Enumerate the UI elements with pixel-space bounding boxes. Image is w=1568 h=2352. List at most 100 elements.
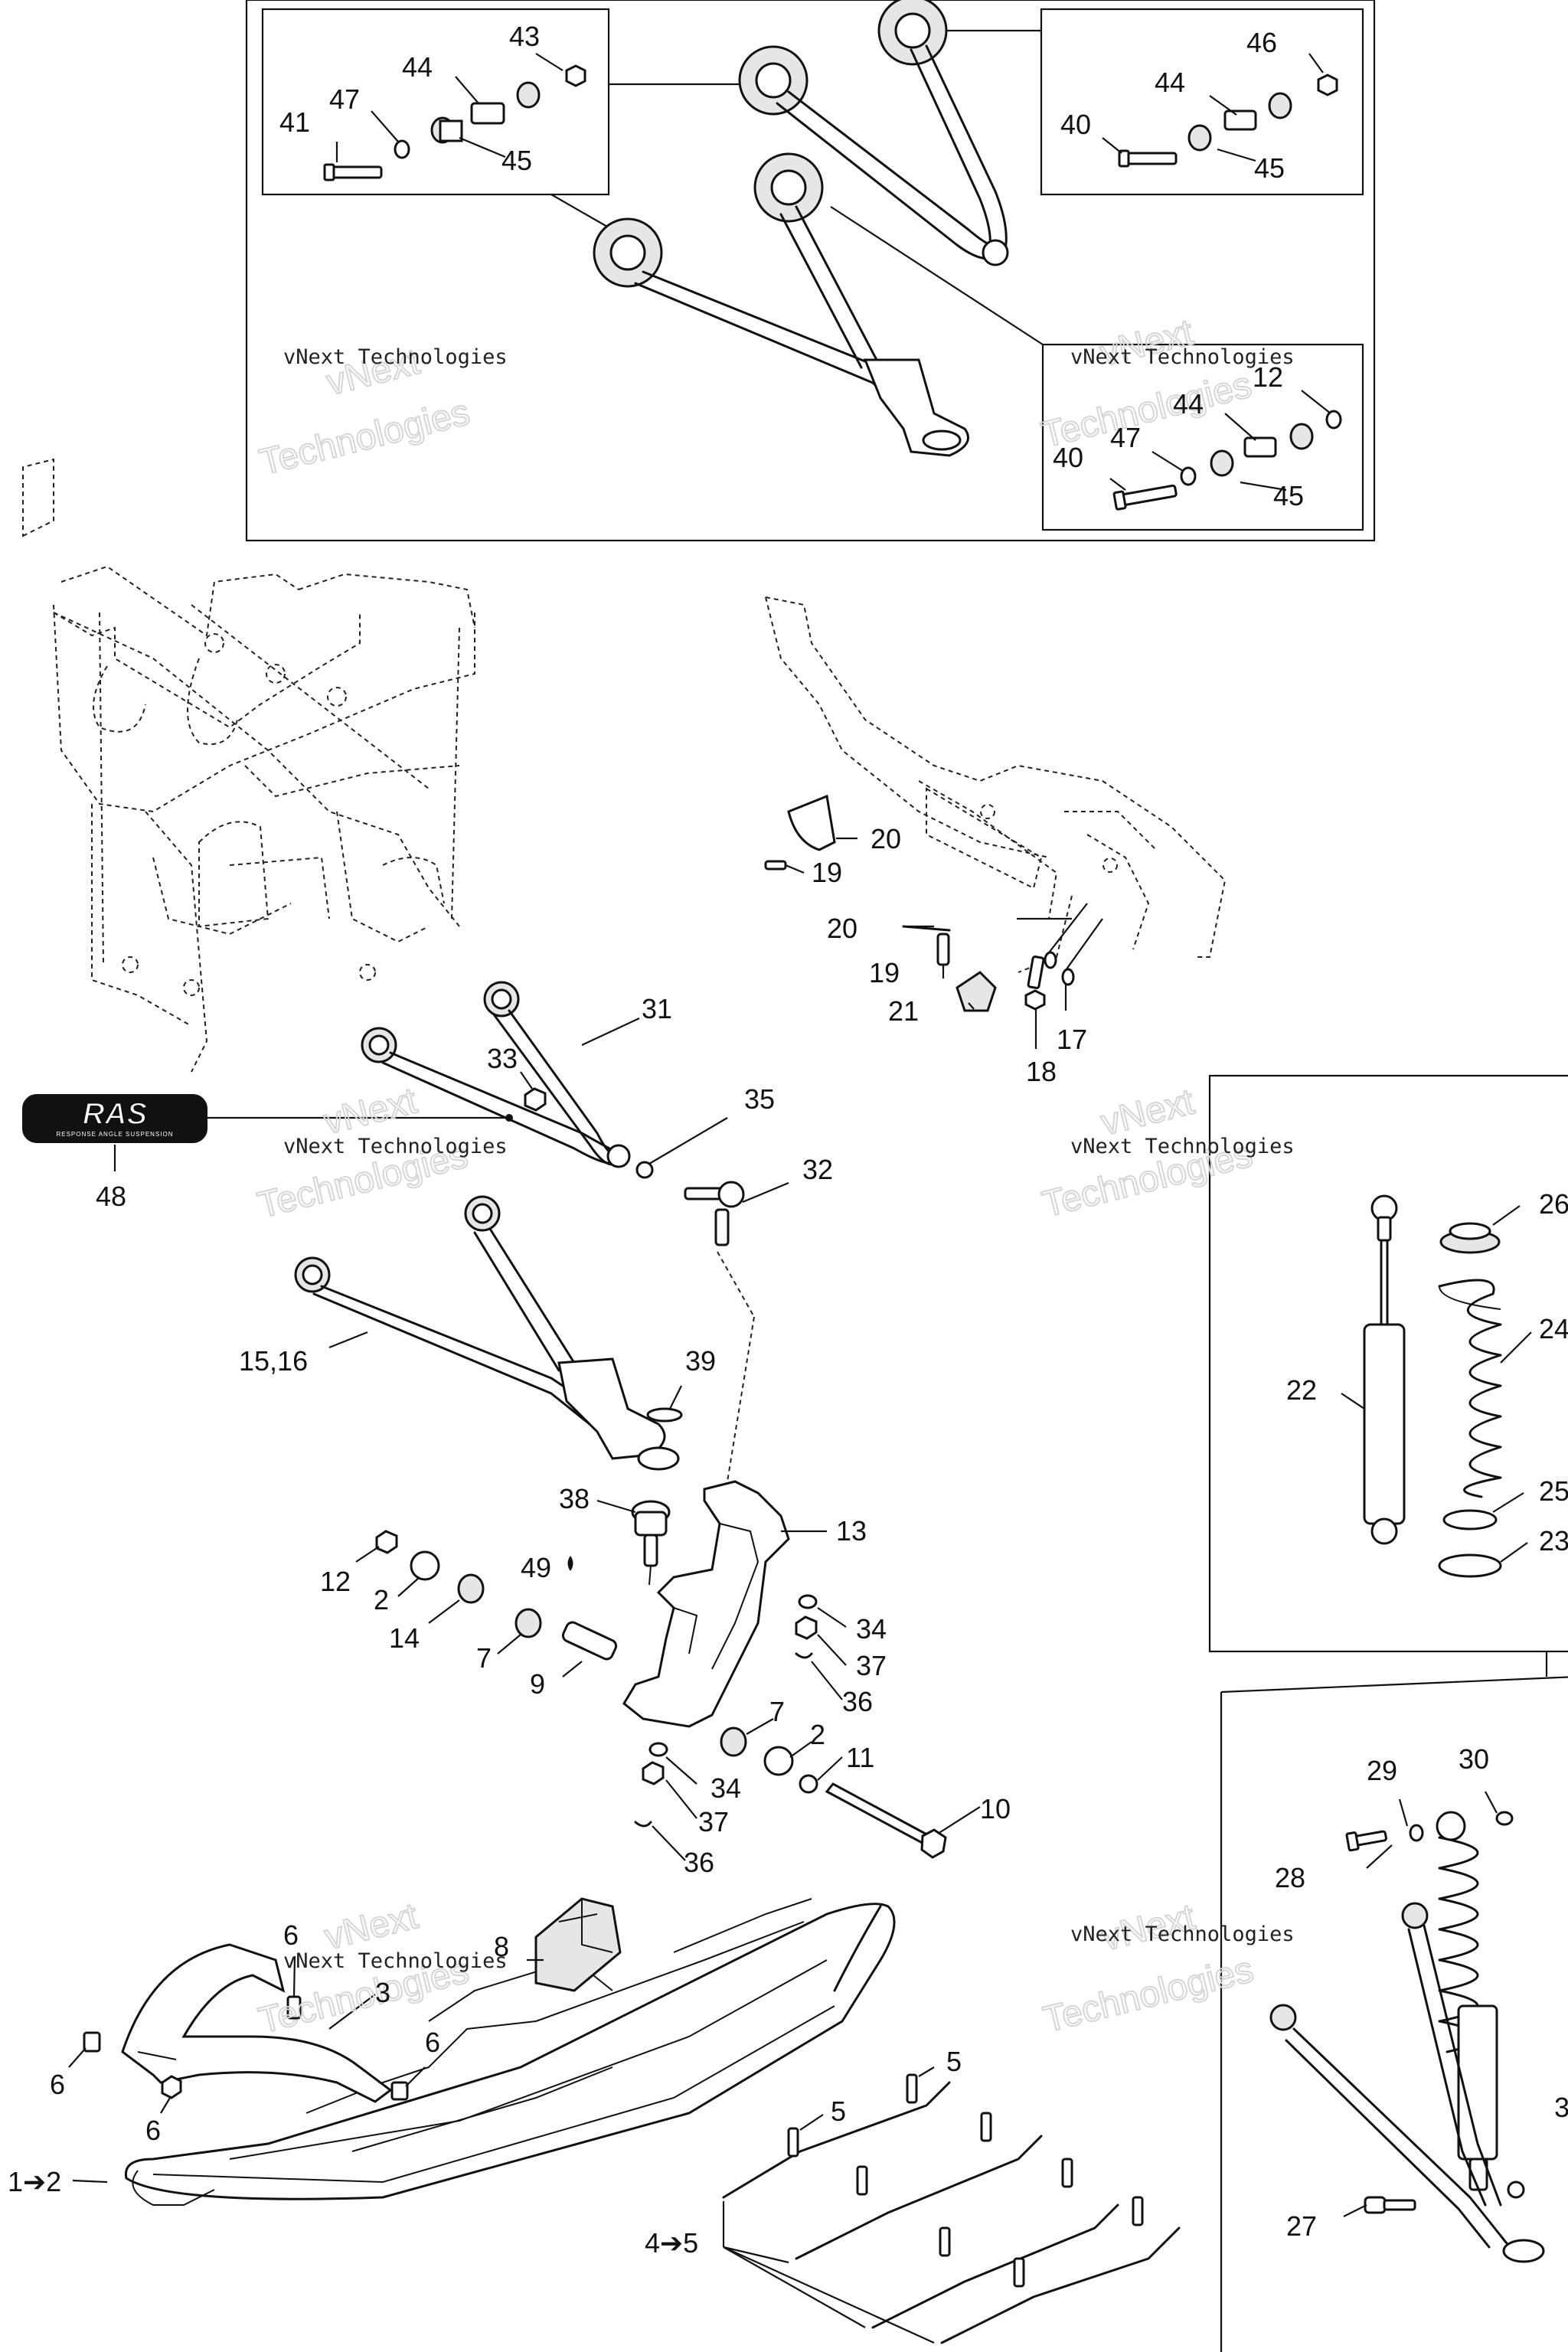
- cotter-pin-36b: [634, 1821, 652, 1828]
- shock-assembly-inset: [1220, 1651, 1568, 2352]
- runner-studs: [787, 2073, 1144, 2288]
- callout: 12: [1253, 361, 1283, 393]
- bolt-18: [1024, 956, 1046, 1011]
- flange-45-upper-right: [1268, 92, 1292, 119]
- washer-47: [394, 139, 410, 159]
- callout: 24: [1539, 1313, 1568, 1344]
- washer-35: [635, 1161, 654, 1179]
- bolt-40-lower: [1112, 484, 1178, 511]
- callout: 35: [744, 1083, 775, 1115]
- callout: 14: [389, 1622, 420, 1654]
- callout: 47: [1110, 422, 1141, 453]
- top-a-arm-inset: [245, 0, 1376, 542]
- svg-text:Technologies: Technologies: [1040, 1949, 1258, 2040]
- nut-43: [565, 64, 586, 87]
- nut-33: [524, 1087, 547, 1112]
- ski-bolts-6: [83, 1995, 409, 2101]
- ras-logo: RAS RESPONSE ANGLE SUSPENSION: [22, 1094, 513, 1171]
- washer-25: [1442, 1509, 1498, 1530]
- callout: 6: [425, 2027, 440, 2058]
- spindle-13: [622, 1316, 827, 1728]
- svg-text:Technologies: Technologies: [256, 392, 474, 483]
- callout: 40: [1053, 442, 1083, 473]
- ras-logo-subtext: RESPONSE ANGLE SUSPENSION: [56, 1131, 173, 1138]
- shock-inset-frame: [1208, 1074, 1568, 1653]
- spindle-hardware-right: [634, 1594, 947, 1859]
- callout: 20: [827, 913, 858, 944]
- lower-a-arm-assembly: [1269, 1902, 1545, 2263]
- callout: 27: [1286, 2210, 1317, 2242]
- callout: 7: [476, 1642, 492, 1674]
- svg-text:vNext Technologies: vNext Technologies: [1070, 1135, 1295, 1158]
- callout: 13: [836, 1515, 867, 1547]
- callout: 19: [869, 957, 900, 988]
- ras-logo-text: RAS: [83, 1097, 148, 1131]
- washer-23: [1438, 1553, 1502, 1578]
- chassis-frame-left: [22, 458, 475, 1073]
- top-inset-frame: [245, 0, 1376, 542]
- callout: 47: [329, 83, 360, 115]
- callout: 3: [375, 1977, 390, 2008]
- grease-drop-icon: [567, 1556, 573, 1571]
- watermark: vNext Technologies vNext Technologies: [254, 1895, 508, 2042]
- sleeve-44-lower-right: [1243, 436, 1277, 458]
- spindle-hardware-left: [375, 1530, 618, 1661]
- shock-assembly: [1436, 1811, 1498, 2191]
- bolt-19-upper: [764, 860, 787, 871]
- callout: 6: [283, 1919, 299, 1951]
- callout: 39: [685, 1345, 716, 1377]
- hardware-box-upper-left: [261, 8, 610, 196]
- callout: 44: [1155, 67, 1185, 98]
- sleeve-44-left: [470, 102, 505, 125]
- svg-text:vNext Technologies: vNext Technologies: [1070, 1922, 1295, 1946]
- callout: 45: [501, 145, 532, 176]
- washer-34b: [648, 1742, 668, 1757]
- callout: 5: [946, 2046, 962, 2077]
- callout: 1➔2: [8, 2166, 61, 2197]
- svg-text:vNext: vNext: [320, 1080, 421, 1142]
- callout: 43: [509, 21, 540, 52]
- carbide-runners: [722, 2073, 1181, 2344]
- callout: 26: [1539, 1188, 1568, 1220]
- sleeve-44-upper-right: [1223, 109, 1257, 131]
- callout: 3: [1554, 2092, 1568, 2123]
- callout: 6: [50, 2069, 65, 2100]
- bolt-28: [1345, 1830, 1387, 1852]
- callout: 40: [1060, 109, 1091, 140]
- callout: 10: [980, 1793, 1011, 1824]
- bushing-7b: [720, 1726, 747, 1757]
- bushing-45-upper-right: [1187, 124, 1212, 152]
- nut-12: [375, 1530, 398, 1554]
- callout-leaders: [68, 53, 1331, 2344]
- watermark: vNext Technologies vNext Technologies: [1037, 1081, 1295, 1227]
- callout: 29: [1367, 1755, 1397, 1786]
- callout: 46: [1246, 27, 1277, 58]
- hardware-box-upper-right: [1040, 8, 1364, 196]
- callout: 44: [402, 51, 433, 83]
- callout: 11: [846, 1742, 874, 1773]
- callout: 17: [1057, 1024, 1087, 1055]
- upper-a-arm-31: [361, 981, 654, 1179]
- callout: 33: [487, 1043, 518, 1074]
- callout: 8: [494, 1931, 509, 1962]
- nut-12-lower-right: [1325, 410, 1342, 430]
- flange-45-lower-right: [1289, 423, 1314, 450]
- callout: 48: [96, 1181, 126, 1212]
- callout: 5: [831, 2096, 846, 2127]
- shock-absorber-22: [1363, 1194, 1406, 1545]
- ski-body: [124, 1903, 896, 2200]
- washer-17b: [1061, 968, 1075, 986]
- svg-text:vNext Technologies: vNext Technologies: [283, 345, 508, 369]
- spring-24: [1438, 1279, 1502, 1498]
- washer-2b: [763, 1746, 794, 1776]
- ski-handle-3: [121, 1943, 393, 2103]
- callout: 9: [530, 1668, 545, 1700]
- watermark: vNext Technologies vNext Technologies: [1039, 1896, 1295, 2041]
- watermark: vNext Technologies vNext Technologies: [255, 341, 508, 484]
- chassis-hardware-right: [764, 794, 1075, 1049]
- nut-46: [1317, 74, 1338, 96]
- nut-37b: [642, 1761, 665, 1785]
- bolt-27: [1364, 2196, 1416, 2214]
- snap-ring-39: [646, 1407, 683, 1423]
